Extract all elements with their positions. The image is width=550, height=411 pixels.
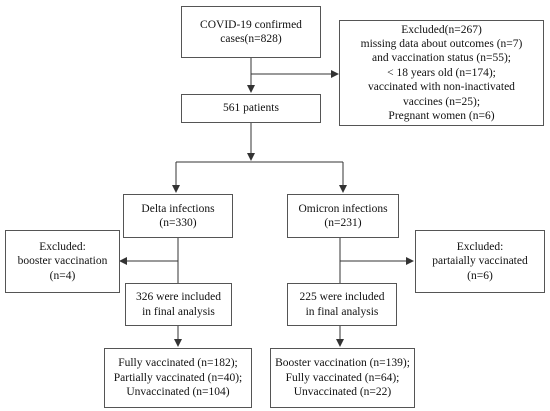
box-text-line: Fully vaccinated (n=182); [118,357,238,370]
box-text-line: Fully vaccinated (n=64); [285,371,400,384]
box-excluded-omicron: Excluded: partaially vaccinated(n=6) [415,230,545,293]
box-text-line: Excluded(n=267) [401,23,482,36]
box-text-line: and vaccination status (n=55); [371,52,512,65]
box-text-line: (n=231) [324,217,362,229]
box-text-line: missing data about outcomes (n=7) [360,38,523,51]
box-text-line: < 18 years old (n=174); [387,66,496,79]
box-excluded-initial: Excluded(n=267) missing data about outcom… [339,20,544,126]
box-text-line: vaccinated with non-inactivated [368,81,515,94]
box-omicron-vaccination-status: Booster vaccination (n=139);Fully vaccin… [270,348,415,408]
box-text-line: Excluded: [39,240,86,253]
box-omicron-infections: Omicron infections (n=231) [287,194,399,238]
box-text-line: 326 were included [136,291,221,304]
box-text-line: 225 were included [299,291,385,304]
box-text-line: Booster vaccination (n=139); [275,357,410,370]
box-text-line: COVID-19 confirmed [200,18,302,31]
box-excluded-delta: Excluded: booster vaccination(n=4) [5,230,120,293]
box-text-line: (n=330) [159,217,197,229]
box-delta-infections: Delta infections (n=330) [123,194,233,238]
box-text-line: Unvaccinated (n=104) [126,386,230,399]
box-delta-vaccination-status: Fully vaccinated (n=182);Partially vacci… [104,348,252,408]
box-text-line: Excluded: [456,240,504,253]
box-text-line: cases(n=828) [220,33,282,45]
box-text-line: Delta infections [141,202,215,215]
box-text-line: booster vaccination [17,255,108,268]
box-text-line: 561 patients [223,102,279,115]
box-text-line: (n=6) [467,269,493,282]
box-text-line: in final analysis [305,305,379,318]
box-text-line: in final analysis [142,305,215,318]
box-text-line: Pregnant women (n=6) [388,109,495,122]
box-patients: 561 patients [181,94,321,123]
box-text-line: Partially vaccinated (n=40); [113,371,243,384]
box-text-line: Omicron infections [298,202,388,215]
box-confirmed-cases: COVID-19 confirmed cases(n=828) [181,6,321,58]
box-text-line: vaccines (n=25); [402,95,481,108]
box-text-line: Unvaccinated (n=22) [293,386,392,399]
box-text-line: partaially vaccinated [432,255,528,268]
box-text-line: (n=4) [49,269,76,282]
